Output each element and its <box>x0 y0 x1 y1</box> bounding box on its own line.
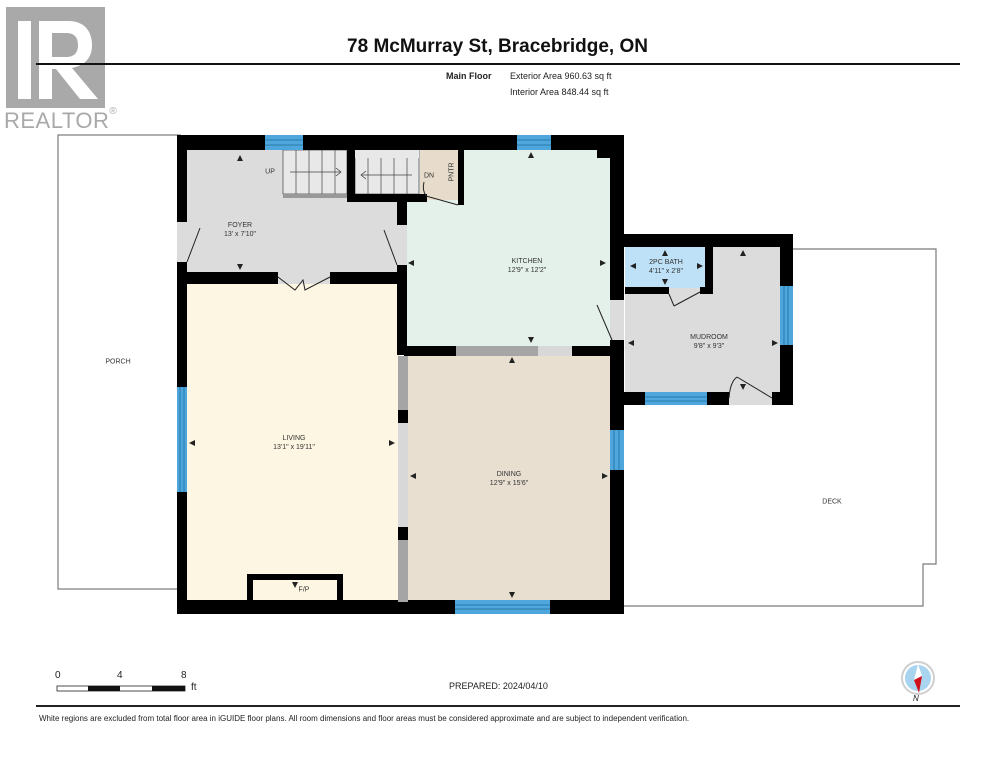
window-living-left <box>177 387 187 492</box>
door-foyer-porch <box>177 222 201 263</box>
room-label-mudroom: MUDROOM 9'8" x 9'3" <box>690 333 728 351</box>
deck-area <box>620 248 937 607</box>
room-dims: 4'11" x 2'8" <box>649 268 683 275</box>
room-name: KITCHEN <box>511 258 543 265</box>
room-label-pantry: PNTR <box>448 162 457 181</box>
compass-icon <box>901 661 935 695</box>
room-label-deck: DECK <box>822 498 841 507</box>
realtor-r-icon <box>18 21 98 99</box>
title-divider <box>36 63 960 65</box>
room-name: 2PC BATH <box>649 259 683 266</box>
interior-area: Interior Area 848.44 sq ft <box>510 87 609 97</box>
door-bath <box>668 291 701 307</box>
room-name: LIVING <box>282 435 306 442</box>
dimension-markers <box>189 152 778 598</box>
stairs-down-label: DN <box>423 172 435 180</box>
windows <box>177 135 793 614</box>
window-dining-right <box>610 430 624 470</box>
room-dims: 12'9" x 12'2" <box>507 267 547 274</box>
window-kitchen-top <box>517 135 551 150</box>
dining-floor <box>408 355 610 601</box>
porch-area <box>57 134 181 590</box>
exterior-area: Exterior Area 960.63 sq ft <box>510 71 612 81</box>
room-label-living: LIVING 13'1" x 19'11" <box>273 434 315 452</box>
scale-bar <box>56 685 186 692</box>
room-name: FOYER <box>227 222 253 229</box>
room-label-porch: PORCH <box>105 358 130 367</box>
stairs-down <box>354 149 420 195</box>
room-name: PORCH <box>105 358 131 366</box>
door-pantry <box>422 181 459 206</box>
room-dims: 13'1" x 19'11" <box>273 444 315 451</box>
stairs-up <box>282 149 348 198</box>
door-mudroom-deck <box>728 376 773 405</box>
realtor-wordmark: REALTOR® <box>4 106 118 134</box>
doors <box>177 181 773 405</box>
door-kitchen-mudroom <box>596 300 624 341</box>
scale-tick-4: 4 <box>117 670 123 681</box>
scale-tick-8: 8 <box>181 670 187 681</box>
footer-divider <box>36 705 960 707</box>
room-dims: 9'8" x 9'3" <box>693 343 725 350</box>
room-dims: 13' x 7'10" <box>223 231 257 238</box>
room-label-bath: 2PC BATH 4'11" x 2'8" <box>649 258 683 276</box>
scale-unit: ft <box>191 682 197 693</box>
disclaimer: White regions are excluded from total fl… <box>39 714 690 723</box>
registered-mark: ® <box>109 106 118 117</box>
realtor-logo-mark <box>6 7 105 108</box>
door-foyer-living <box>277 272 331 291</box>
room-label-foyer: FOYER 13' x 7'10" <box>224 221 256 239</box>
room-name: PNTR <box>448 162 456 182</box>
room-name: MUDROOM <box>690 334 728 341</box>
window-dining-bottom <box>455 600 550 614</box>
room-label-dining: DINING 12'9" x 15'6" <box>490 470 528 488</box>
door-foyer-kitchen <box>383 225 407 266</box>
stairs-up-label: UP <box>265 168 275 176</box>
room-name: DECK <box>822 498 842 506</box>
half-walls <box>398 346 572 602</box>
window-mudroom-bottom <box>645 392 707 405</box>
room-label-kitchen: KITCHEN 12'9" x 12'2" <box>508 257 546 275</box>
window-foyer-top <box>265 135 303 150</box>
window-mudroom-right <box>780 286 793 345</box>
room-name: DINING <box>496 471 522 478</box>
living-floor <box>186 284 400 602</box>
fireplace-label: F/P <box>298 586 310 594</box>
realtor-word: REALTOR <box>4 108 110 133</box>
room-dims: 12'9" x 15'6" <box>489 480 529 487</box>
scale-tick-0: 0 <box>55 670 61 681</box>
page-title: 78 McMurray St, Bracebridge, ON <box>347 36 648 57</box>
compass-north-label: N <box>913 694 919 703</box>
floor-label: Main Floor <box>446 71 492 81</box>
pantry-floor <box>420 148 462 200</box>
prepared-date: PREPARED: 2024/04/10 <box>449 681 548 691</box>
